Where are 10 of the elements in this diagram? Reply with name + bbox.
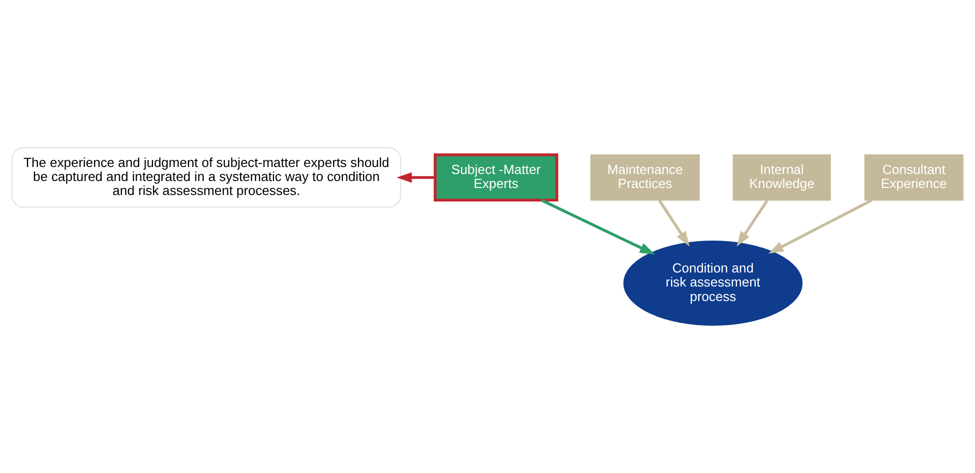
arrow <box>736 199 769 246</box>
node-box: Maintenance Practices <box>590 154 700 201</box>
node-box: Internal Knowledge <box>732 154 831 201</box>
arrow <box>396 172 436 183</box>
node-box: Consultant Experience <box>864 154 964 201</box>
node-box: The experience and judgment of subject-matter experts should be captured and integrated in a systematic way to condition and risk assessment processes. <box>12 147 402 208</box>
node-box: Subject -Matter Experts <box>434 153 558 202</box>
arrow <box>768 198 872 254</box>
arrow <box>540 198 655 254</box>
arrow <box>658 199 690 246</box>
